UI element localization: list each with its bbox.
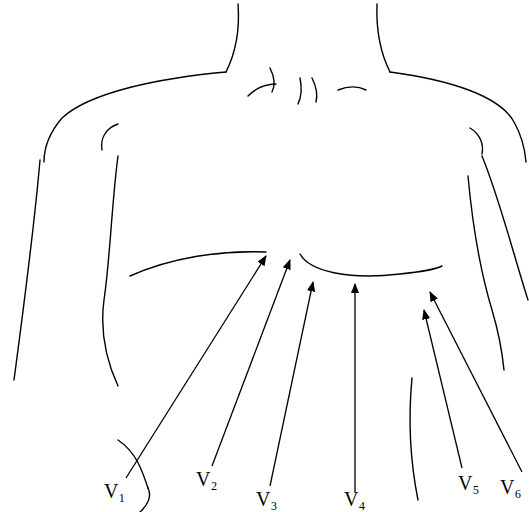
shoulder-outline xyxy=(390,72,526,162)
torso-outline xyxy=(410,378,418,500)
neck-outline xyxy=(226,4,239,72)
neck-outline xyxy=(377,4,390,72)
neck-detail xyxy=(312,78,317,102)
lead-label: V₁ xyxy=(104,480,125,502)
leader-arrow xyxy=(354,284,355,492)
lead-label: V₃ xyxy=(256,488,277,510)
armpit-line xyxy=(102,124,118,150)
lead-label: V₅ xyxy=(458,472,479,494)
breast-outline xyxy=(300,254,442,276)
leader-arrow xyxy=(212,260,290,466)
clavicle-line xyxy=(248,84,276,96)
arm-outline xyxy=(482,156,528,300)
arm-outline xyxy=(14,160,40,380)
shoulder-outline xyxy=(44,72,226,162)
armpit-line xyxy=(470,128,483,154)
lead-label: V₄ xyxy=(344,488,365,510)
torso-outline xyxy=(103,156,118,386)
breast-outline xyxy=(130,252,266,276)
leader-arrow xyxy=(430,292,522,472)
leader-arrow xyxy=(126,256,266,478)
leader-arrow xyxy=(424,310,462,468)
neck-detail xyxy=(270,68,274,92)
lead-label: V₂ xyxy=(196,468,217,490)
neck-detail xyxy=(298,78,301,104)
clavicle-line xyxy=(338,87,366,90)
lead-label: V₆ xyxy=(500,476,521,498)
torso-outline xyxy=(140,488,150,512)
leader-arrow xyxy=(270,282,313,486)
